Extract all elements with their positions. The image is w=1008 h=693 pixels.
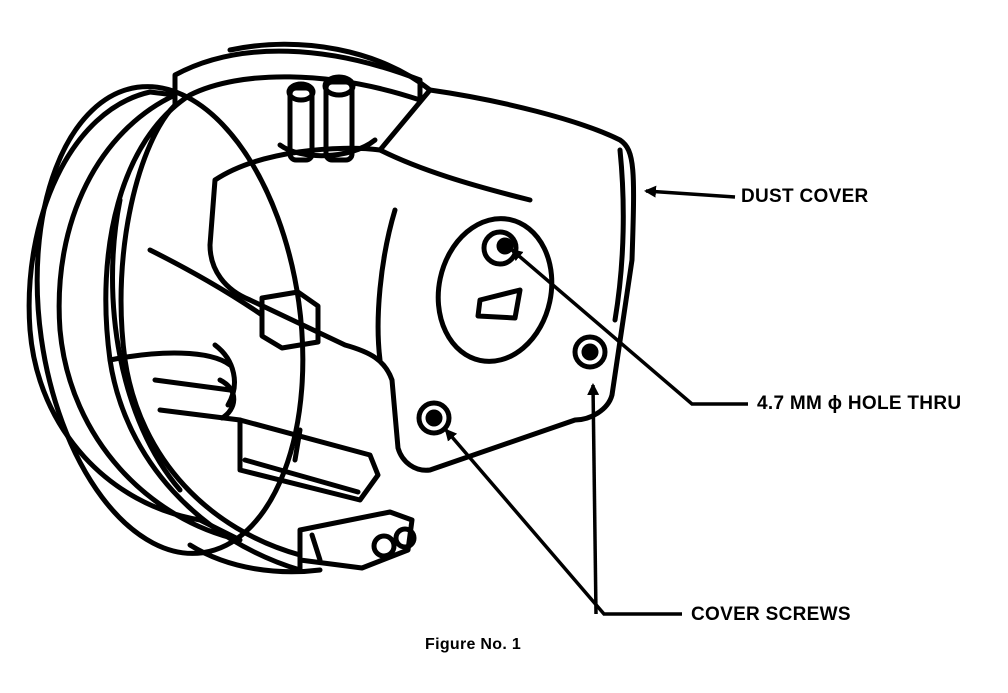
mounting-bracket bbox=[237, 417, 381, 503]
electrical-connector bbox=[259, 289, 321, 351]
canister-body bbox=[103, 48, 423, 573]
back-housing-ring bbox=[26, 89, 243, 543]
hole-thru-leader bbox=[510, 248, 748, 406]
hole-thru-label: 4.7 MM ɸ HOLE THRU bbox=[757, 393, 962, 414]
cover-screws-label: COVER SCREWS bbox=[691, 604, 851, 625]
cover-screw-left bbox=[416, 400, 452, 436]
vacuum-port-right bbox=[323, 79, 355, 163]
cover-screws-leader-left bbox=[444, 428, 682, 616]
cover-screws-leader-right bbox=[587, 383, 600, 615]
figure-caption: Figure No. 1 bbox=[425, 636, 522, 653]
dust-cover-label: DUST COVER bbox=[741, 186, 869, 207]
vacuum-port-left bbox=[287, 85, 315, 163]
hose-fitting bbox=[297, 509, 415, 571]
dust-cover-leader bbox=[644, 185, 736, 199]
hole-port bbox=[435, 216, 555, 364]
cover-screw-right bbox=[572, 334, 608, 370]
